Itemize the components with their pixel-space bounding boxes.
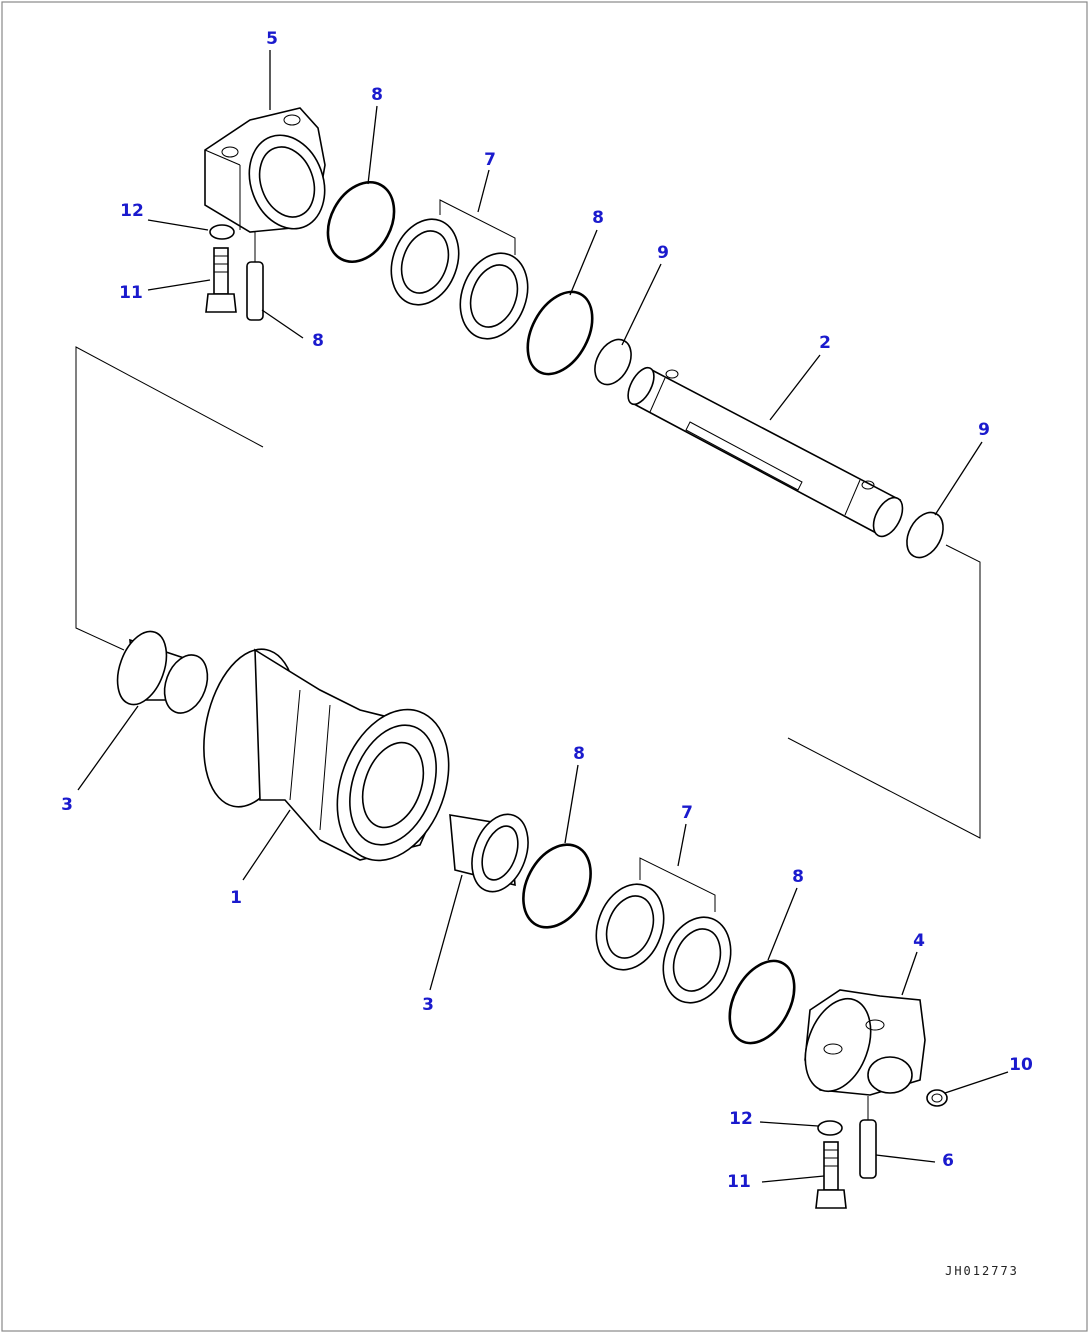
part-9-ring-b	[906, 511, 944, 559]
callout-7-b: 7	[681, 803, 693, 823]
part-8-oring-a	[326, 181, 396, 263]
callout-8-e: 8	[792, 867, 804, 887]
part-7-floating-seal-lower	[595, 857, 732, 1004]
callout-12-a: 12	[120, 201, 144, 221]
part-9-ring-a	[594, 338, 632, 386]
part-3-bushing-right	[449, 813, 529, 893]
callout-9-b: 9	[978, 420, 990, 440]
part-6-pin	[859, 1096, 877, 1179]
callout-5: 5	[266, 29, 278, 49]
part-4-collar	[804, 989, 926, 1096]
callout-2: 2	[819, 333, 831, 353]
callout-6: 6	[942, 1151, 954, 1171]
part-11-bolt-upper	[205, 247, 237, 313]
callout-7-a: 7	[484, 150, 496, 170]
part-3-bushing-left	[116, 630, 209, 714]
part-11-bolt-lower	[815, 1141, 847, 1209]
callout-8-d: 8	[573, 744, 585, 764]
part-8-pin-upper	[246, 232, 264, 321]
drawing-id: JH012773	[945, 1264, 1019, 1278]
callout-4: 4	[913, 931, 925, 951]
part-1-roller	[203, 648, 450, 862]
part-8-oring-e	[728, 959, 796, 1045]
callout-8-b: 8	[592, 208, 604, 228]
callout-8-c: 8	[312, 331, 324, 351]
callout-9-a: 9	[657, 243, 669, 263]
part-10-plug	[926, 1089, 948, 1107]
part-8-oring-b	[526, 290, 594, 376]
assembly-plane-outline	[75, 346, 981, 839]
callout-11-b: 11	[727, 1172, 751, 1192]
callout-3-a: 3	[61, 795, 73, 815]
part-7-floating-seal-upper	[390, 199, 529, 340]
callout-12-b: 12	[729, 1109, 753, 1129]
callout-labels: 5 8 7 8 9 12 11 8 2 9 3 1 8 7 8 3 4 10 1…	[61, 29, 1033, 1192]
part-2-shaft	[627, 366, 904, 538]
part-12-washer-lower	[817, 1120, 843, 1136]
callout-1: 1	[230, 888, 242, 908]
part-8-oring-d	[522, 843, 592, 929]
callout-8-a: 8	[371, 85, 383, 105]
part-5-collar	[204, 107, 326, 233]
callout-3-b: 3	[422, 995, 434, 1015]
callout-10: 10	[1009, 1055, 1033, 1075]
part-12-washer-upper	[209, 224, 235, 240]
leader-lines	[77, 50, 1009, 1183]
callout-11-a: 11	[119, 283, 143, 303]
